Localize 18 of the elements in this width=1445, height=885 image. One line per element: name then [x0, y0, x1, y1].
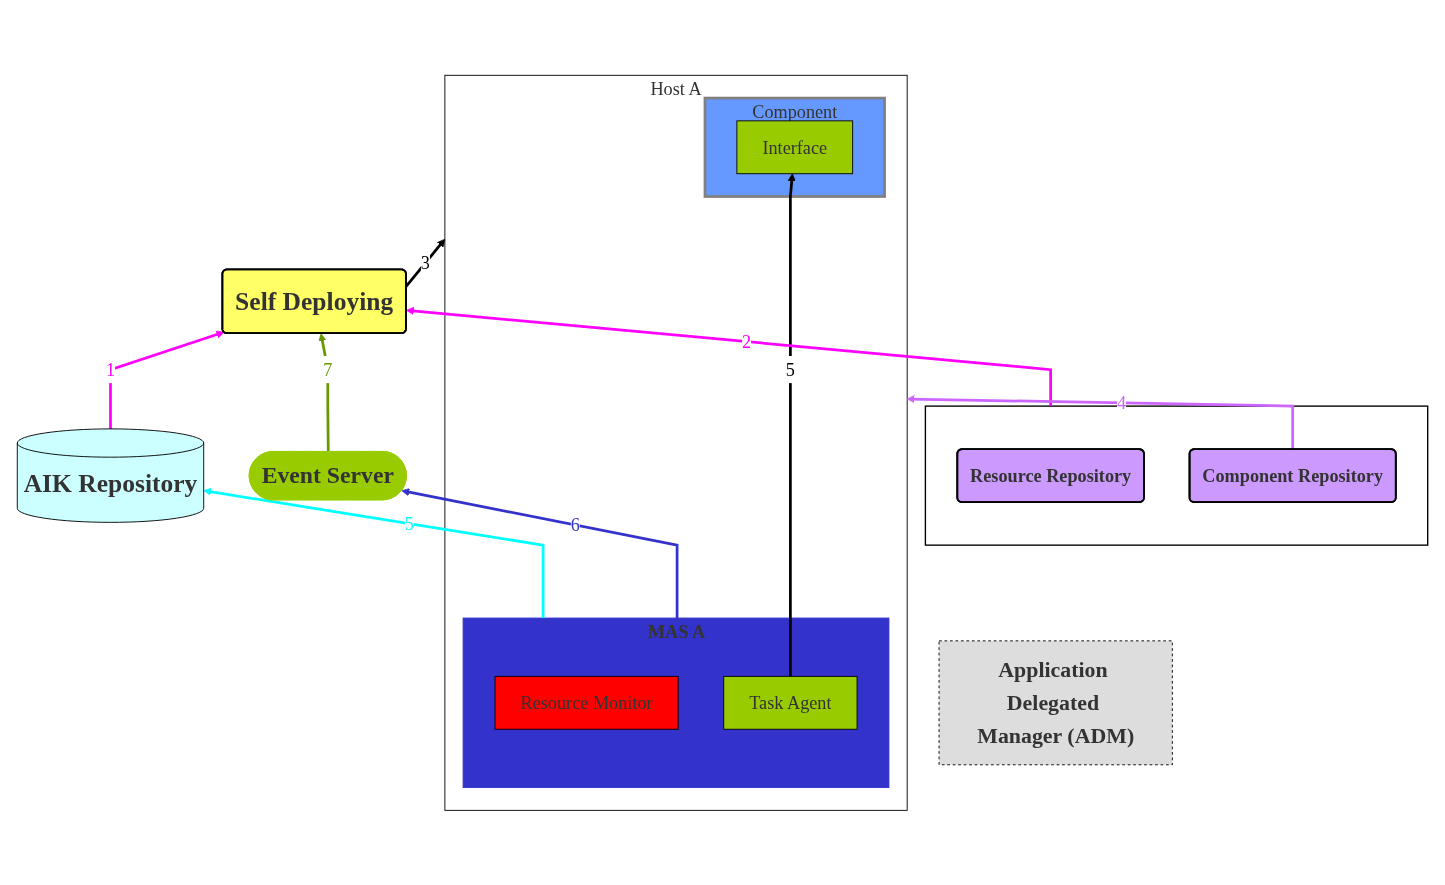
- edge-label: 6: [570, 514, 580, 535]
- edge-label: 5: [404, 513, 414, 534]
- node-box: Interface: [736, 120, 854, 174]
- edge-label: 5: [785, 359, 795, 380]
- node-box: Application Delegated Manager (ADM): [938, 640, 1173, 765]
- arrow: [203, 487, 545, 618]
- edge-label: 4: [1116, 392, 1127, 413]
- edge-label: 2: [742, 331, 752, 352]
- edge-label: 7: [323, 359, 333, 380]
- arrow: [109, 330, 225, 429]
- node-box: Resource Monitor: [494, 675, 679, 730]
- arrow: [406, 306, 1052, 408]
- arrow: [787, 173, 796, 677]
- edge-label: 3: [420, 252, 430, 273]
- arrow: [906, 394, 1295, 449]
- arrow: [401, 487, 679, 618]
- edge-label: 1: [105, 359, 116, 380]
- node-box: Task Agent: [723, 675, 858, 730]
